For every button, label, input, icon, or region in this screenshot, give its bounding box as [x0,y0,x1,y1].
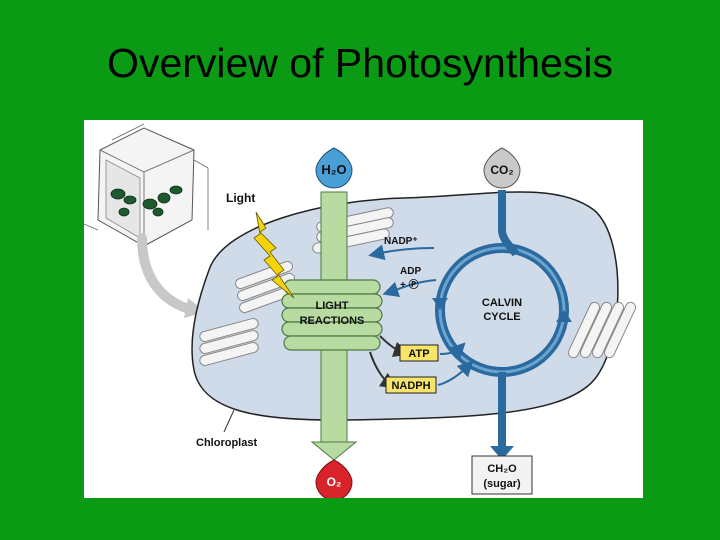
chloroplast-pointer [224,410,234,432]
calvin-cycle-label-2: CYCLE [483,311,520,323]
light-reactions-label-1: LIGHT [316,300,349,312]
sugar-label-2: (sugar) [483,478,521,490]
calvin-cycle-label-1: CALVIN [482,297,522,309]
chloroplast-label: Chloroplast [196,437,257,449]
atp-label: ATP [408,348,429,360]
photosynthesis-diagram: H₂O LIGHT REACTIONS Light O₂ CO₂ CALVIN … [84,120,643,498]
water-label: H₂O [321,162,346,177]
nadph-label: NADPH [391,380,430,392]
nadp-plus-label: NADP⁺ [384,236,418,247]
light-label: Light [226,191,255,205]
light-reactions-label-2: REACTIONS [300,315,365,327]
plant-cell-sketch [84,124,208,246]
co2-label: CO₂ [490,163,513,177]
zoom-arrow [142,238,192,310]
sugar-label-1: CH₂O [487,463,517,475]
phosphate-label: + Ⓟ [400,278,419,291]
adp-label: ADP [400,266,421,277]
slide-title: Overview of Photosynthesis [0,40,720,87]
oxygen-label: O₂ [327,475,342,489]
